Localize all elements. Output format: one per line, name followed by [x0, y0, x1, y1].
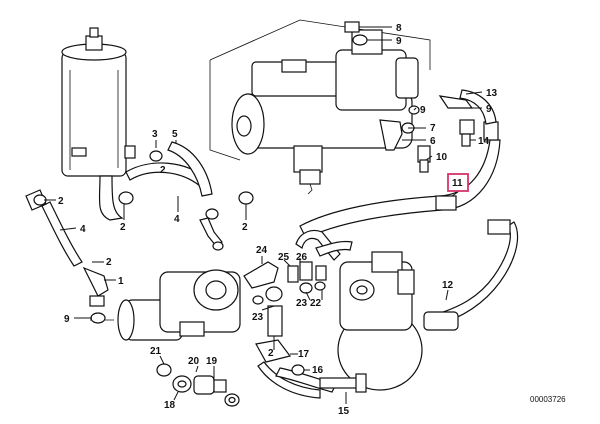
part-label-9[interactable]: 9 — [396, 36, 402, 47]
part-label-9[interactable]: 9 — [420, 105, 426, 116]
part-label-3[interactable]: 3 — [152, 129, 158, 140]
fluid-reservoir[interactable] — [61, 27, 136, 221]
part-label-2[interactable]: 2 — [106, 257, 112, 268]
part-label-25[interactable]: 25 — [278, 252, 290, 263]
part-label-9[interactable]: 9 — [486, 104, 492, 115]
part-label-15[interactable]: 15 — [338, 406, 350, 417]
mount-parts-18-21[interactable] — [156, 363, 240, 407]
bracket-24[interactable] — [243, 261, 279, 289]
part-label-5[interactable]: 5 — [172, 129, 178, 140]
hardware-22-26[interactable] — [287, 261, 327, 294]
part-label-2[interactable]: 2 — [58, 196, 64, 207]
highlight-box-11[interactable] — [447, 173, 469, 192]
pressure-accumulator[interactable] — [337, 251, 423, 391]
part-label-17[interactable]: 17 — [298, 349, 310, 360]
pressure-hose-11[interactable] — [299, 89, 501, 239]
part-label-18[interactable]: 18 — [164, 400, 176, 411]
return-line-12[interactable] — [423, 219, 519, 331]
part-label-14[interactable]: 14 — [478, 136, 490, 147]
part-label-7[interactable]: 7 — [430, 123, 436, 134]
part-label-10[interactable]: 10 — [436, 152, 448, 163]
bracket-17[interactable] — [255, 339, 321, 399]
part-label-2[interactable]: 2 — [160, 165, 166, 176]
bolt-15[interactable] — [319, 373, 367, 393]
seal-ring-9-bottom[interactable] — [90, 312, 106, 324]
seal-ring-9-top[interactable] — [352, 34, 382, 46]
steering-pump[interactable] — [90, 269, 241, 341]
part-label-4[interactable]: 4 — [80, 224, 86, 235]
steering-gearbox[interactable] — [209, 19, 431, 195]
part-label-2[interactable]: 2 — [242, 222, 248, 233]
part-label-26[interactable]: 26 — [296, 252, 308, 263]
part-label-22[interactable]: 22 — [310, 298, 322, 309]
part-label-9[interactable]: 9 — [64, 314, 70, 325]
valve-fitting-8[interactable] — [344, 21, 382, 33]
part-label-23[interactable]: 23 — [296, 298, 308, 309]
part-label-11[interactable]: 11 — [452, 178, 463, 189]
leader-lines — [44, 26, 483, 404]
banjo-fittings[interactable] — [379, 95, 475, 173]
part-label-1[interactable]: 1 — [118, 276, 124, 287]
bolt-23[interactable] — [252, 286, 283, 337]
part-label-20[interactable]: 20 — [188, 356, 200, 367]
part-label-2[interactable]: 2 — [268, 348, 274, 359]
banjo-bolt-1[interactable] — [82, 266, 109, 307]
part-label-12[interactable]: 12 — [442, 280, 454, 291]
part-label-13[interactable]: 13 — [486, 88, 498, 99]
diagram-reference-number: 00003726 — [530, 395, 566, 404]
part-label-24[interactable]: 24 — [256, 245, 268, 256]
hose-clamps-2[interactable] — [33, 150, 254, 220]
part-label-8[interactable]: 8 — [396, 23, 402, 34]
pipe-to-accumulator[interactable] — [295, 229, 353, 261]
part-label-6[interactable]: 6 — [430, 136, 436, 147]
part-label-4[interactable]: 4 — [174, 214, 180, 225]
part-label-19[interactable]: 19 — [206, 356, 218, 367]
part-label-2[interactable]: 2 — [120, 222, 126, 233]
part-label-21[interactable]: 21 — [150, 346, 162, 357]
part-label-23[interactable]: 23 — [252, 312, 264, 323]
part-label-16[interactable]: 16 — [312, 365, 324, 376]
pipe-2[interactable] — [199, 217, 224, 251]
